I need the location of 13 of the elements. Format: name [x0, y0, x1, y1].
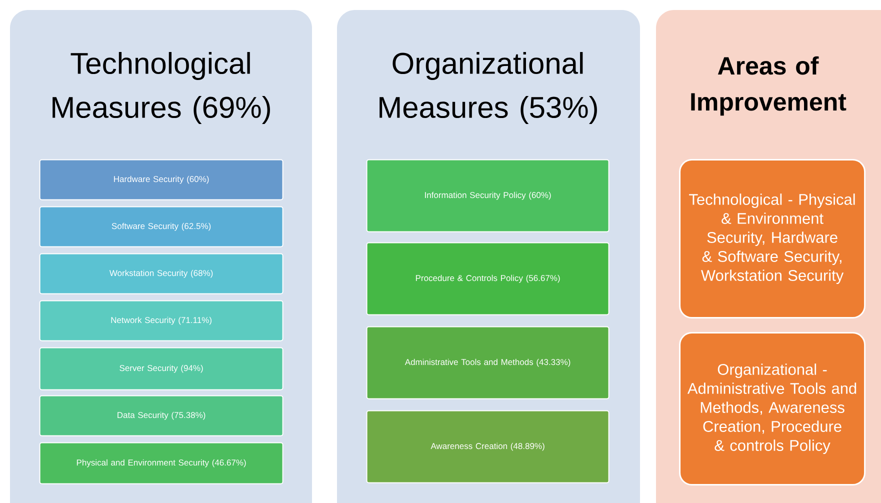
measure-box: Workstation Security (68%): [39, 253, 284, 294]
measure-box: Physical and Environment Security (46.67%): [39, 442, 284, 484]
measure-box: Procedure & Controls Policy (56.67%): [366, 242, 610, 316]
improvement-box: Organizational - Administrative Tools and Methods, Awareness Creation, Procedure & controls Policy: [679, 332, 866, 486]
measure-box: Awareness Creation (48.89%): [366, 410, 610, 484]
measure-box: Software Security (62.5%): [39, 206, 284, 248]
measure-box: Hardware Security (60%): [39, 159, 284, 200]
measure-box: Server Security (94%): [39, 347, 284, 390]
measure-box: Information Security Policy (60%): [366, 159, 610, 232]
improvement-box: Technological - Physical & Environment Security, Hardware & Software Security, Workstation Security: [679, 159, 866, 319]
measure-box: Network Security (71.11%): [39, 300, 284, 342]
measure-box: Administrative Tools and Methods (43.33%): [366, 326, 610, 400]
measure-box: Data Security (75.38%): [39, 395, 284, 436]
